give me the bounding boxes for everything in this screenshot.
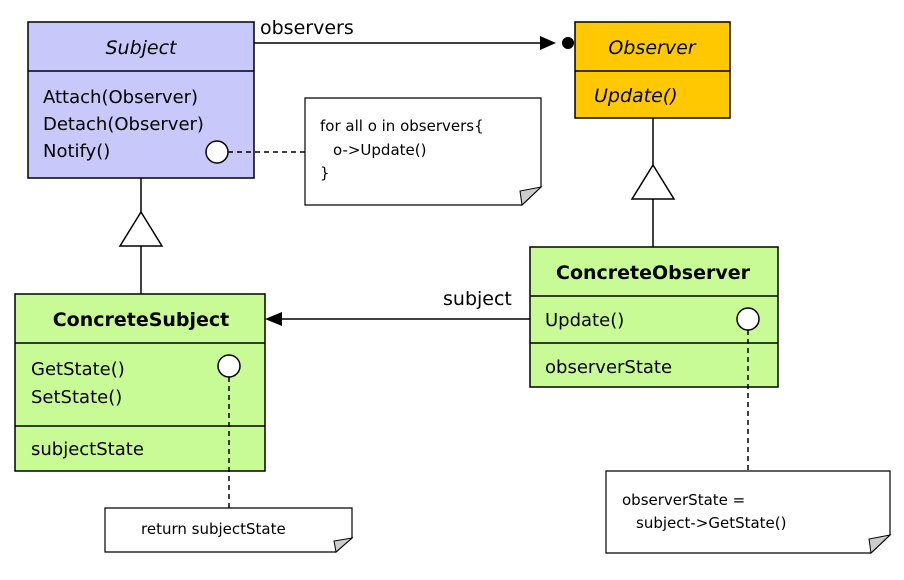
attach-operation: Attach(Observer) <box>43 87 198 108</box>
observers-association: observers <box>254 17 574 50</box>
update-note: observerState = subject->GetState() <box>605 470 892 555</box>
notify-note-line-1: for all o in observers{ <box>320 117 484 135</box>
get-state-operation: GetState() <box>31 359 125 380</box>
subject-inheritance <box>118 178 164 294</box>
observer-state-attribute: observerState <box>545 357 672 378</box>
observer-class-name: Observer <box>608 37 696 59</box>
get-state-note: return subjectState <box>104 507 354 553</box>
get-state-note-anchor <box>217 354 241 378</box>
subject-label: subject <box>443 288 512 310</box>
observer-update-operation: Update() <box>594 85 678 107</box>
detach-operation: Detach(Observer) <box>43 114 204 135</box>
concrete-observer-class-name: ConcreteObserver <box>556 262 751 284</box>
subject-class: Subject Attach(Observer) Detach(Observer… <box>27 21 255 179</box>
update-note-anchor <box>736 307 760 331</box>
set-state-operation: SetState() <box>31 387 122 408</box>
notify-note-line-3: } <box>320 164 330 182</box>
concrete-subject-class-name: ConcreteSubject <box>53 309 230 331</box>
observer-class: Observer Update() <box>574 21 731 119</box>
observers-label: observers <box>260 17 354 39</box>
subject-state-attribute: subjectState <box>31 439 144 460</box>
update-note-line-1: observerState = <box>622 491 745 509</box>
concrete-observer-class: ConcreteObserver Update() observerState <box>529 246 779 388</box>
notify-operation: Notify() <box>43 141 110 162</box>
subject-association: subject <box>265 288 530 326</box>
notify-note: for all o in observers{ o->Update() } <box>304 97 543 207</box>
update-note-line-2: subject->GetState() <box>636 514 787 532</box>
get-state-note-text: return subjectState <box>141 520 286 538</box>
observer-inheritance <box>630 118 676 247</box>
concrete-subject-class: ConcreteSubject GetState() SetState() su… <box>14 293 266 472</box>
subject-class-name: Subject <box>105 37 178 59</box>
notify-note-anchor <box>205 140 229 164</box>
notify-note-line-2: o->Update() <box>333 141 426 159</box>
concrete-observer-update-operation: Update() <box>545 310 624 331</box>
